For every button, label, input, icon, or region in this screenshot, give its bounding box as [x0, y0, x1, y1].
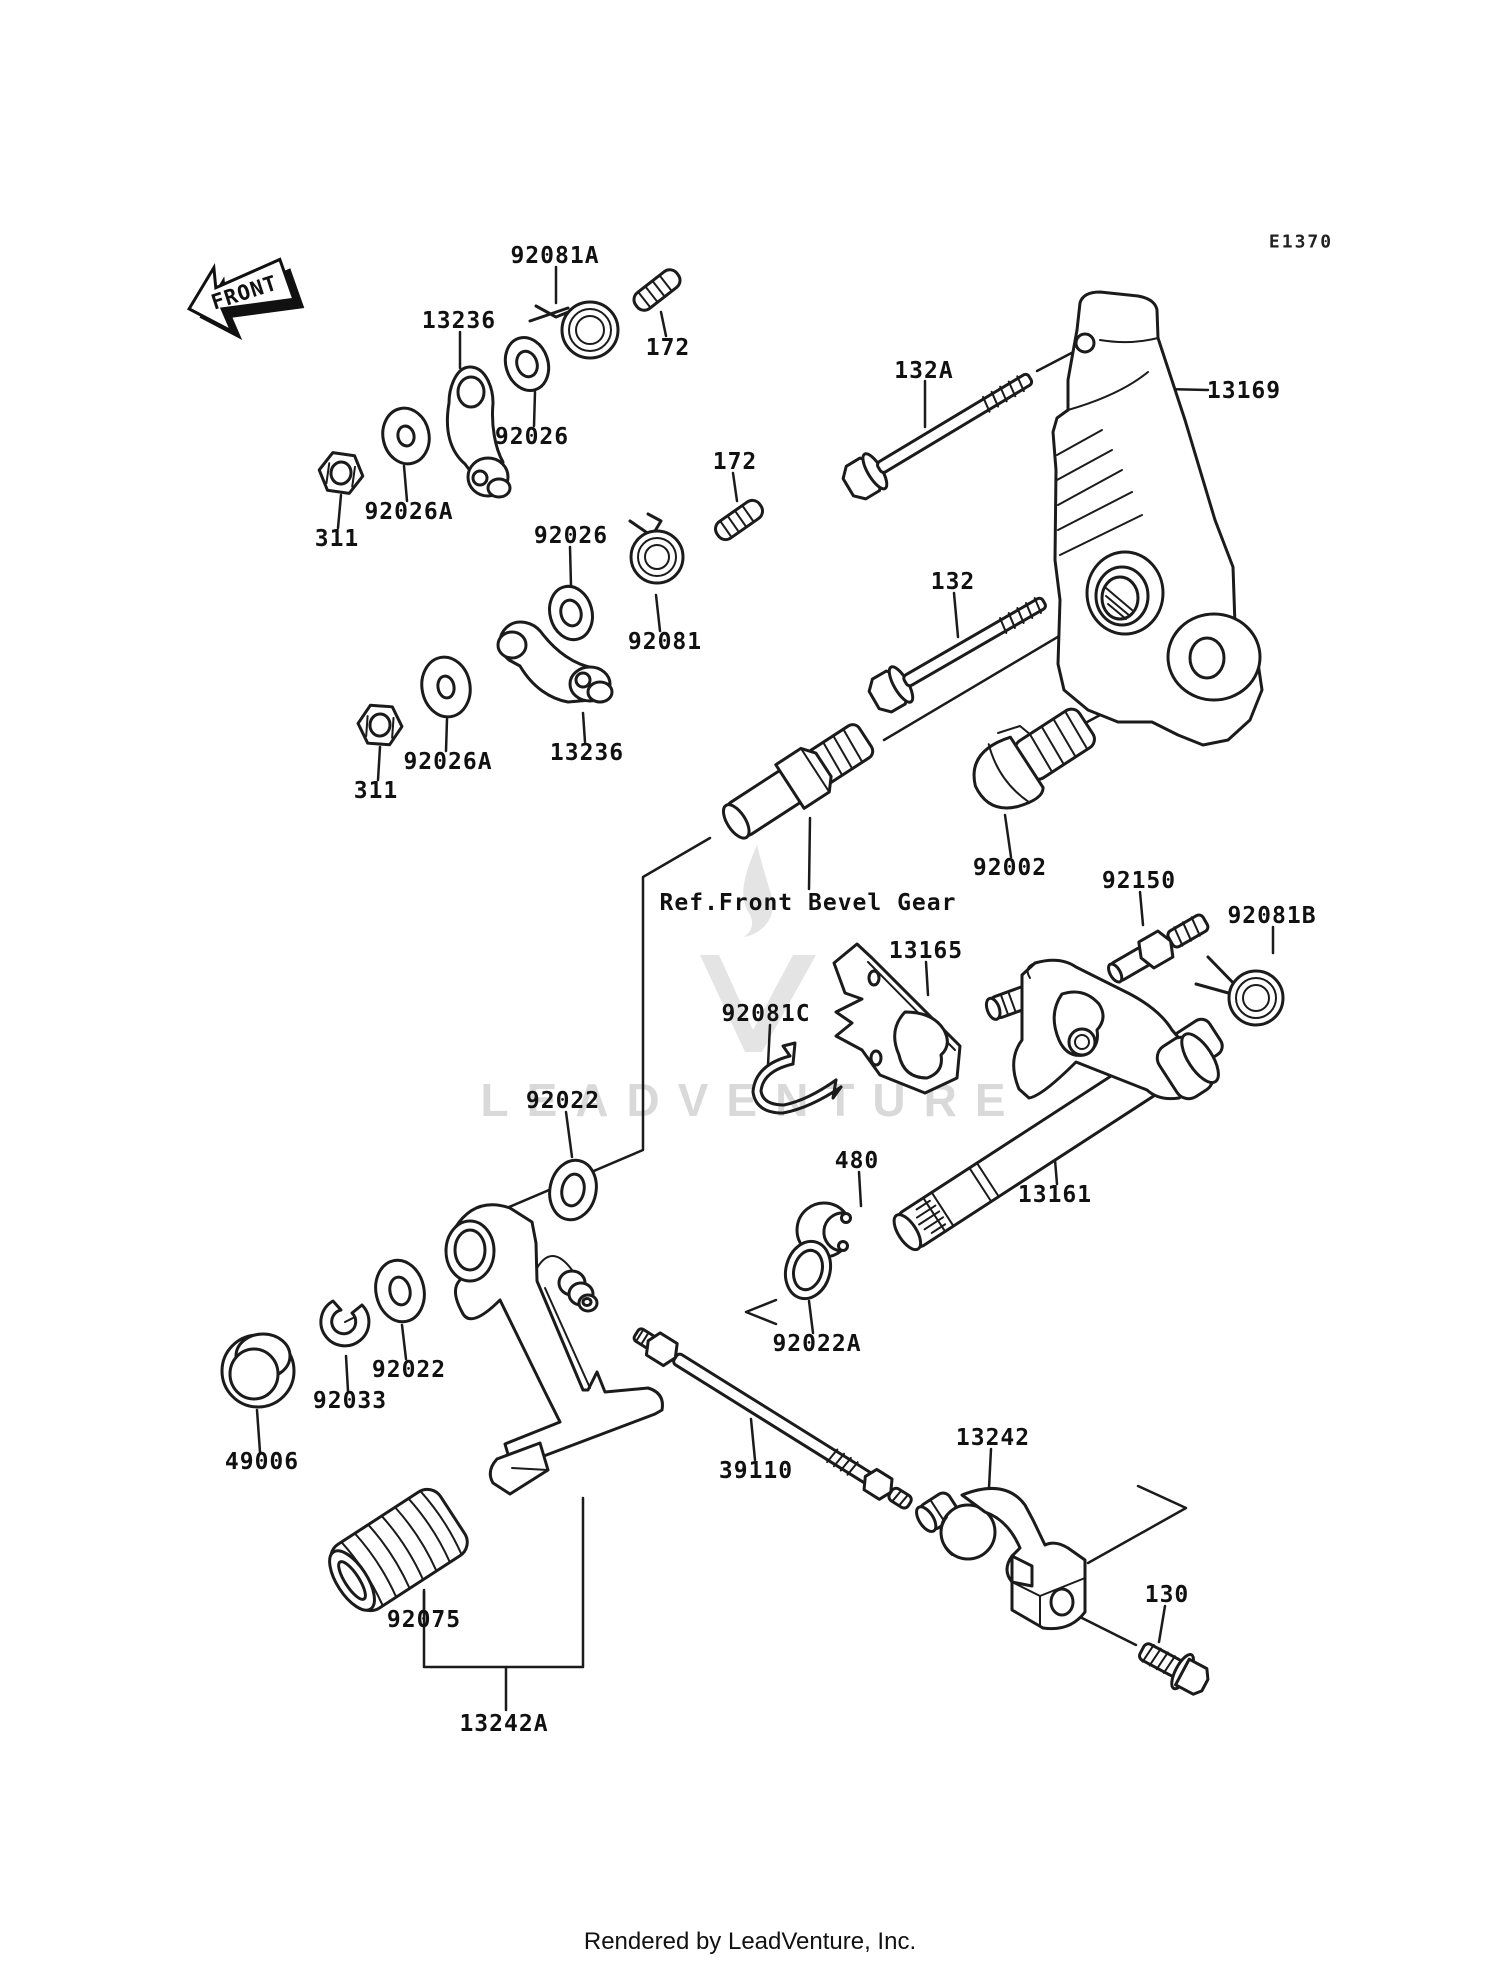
- washer-92022-upper: [548, 1158, 598, 1222]
- part-label-132A: 132A: [894, 358, 954, 384]
- part-label-49006: 49006: [224, 1449, 300, 1475]
- part-label-13165: 13165: [888, 938, 964, 964]
- part-label-92022-2: 92022: [371, 1357, 447, 1383]
- part-label-92075: 92075: [386, 1607, 462, 1633]
- part-label-92081A: 92081A: [510, 243, 600, 269]
- cap-49006: [220, 1332, 296, 1409]
- part-label-132: 132: [930, 569, 976, 595]
- washer-92026-upper: [503, 336, 551, 392]
- torsion-spring-92081: [628, 512, 685, 585]
- bolt-132A: [841, 372, 1034, 501]
- ref-front-bevel-gear-shaft: [721, 723, 875, 840]
- part-label-311-1: 311: [314, 526, 360, 552]
- arm-boss: [1155, 1032, 1220, 1101]
- washer-92026-lower: [548, 584, 594, 642]
- part-label-ref-front-bevel-gear: Ref.Front Bevel Gear: [659, 890, 957, 916]
- diagram-code: E1370: [1268, 231, 1334, 253]
- pin-172-lower: [714, 498, 764, 542]
- part-label-92150: 92150: [1101, 868, 1177, 894]
- pin-172-upper: [632, 268, 682, 312]
- part-label-172-2: 172: [712, 449, 758, 475]
- part-label-311-2: 311: [353, 778, 399, 804]
- washer-92026A-lower: [420, 655, 472, 719]
- part-label-92081B: 92081B: [1227, 903, 1317, 929]
- bracket-13169: [997, 290, 1264, 758]
- wire-clip-92081C: [751, 1041, 843, 1115]
- shift-lever-13236-upper: [445, 365, 512, 499]
- part-label-92026-2: 92026: [533, 523, 609, 549]
- part-label-130: 130: [1144, 1582, 1190, 1608]
- guide-plate-13165: [832, 942, 962, 1095]
- part-label-13169: 13169: [1206, 378, 1282, 404]
- pedal-rubber-92075: [328, 1487, 469, 1613]
- part-label-92026-1: 92026: [494, 424, 570, 450]
- bolt-132: [867, 596, 1047, 714]
- shift-lever-13236-lower: [496, 620, 614, 704]
- part-label-13161: 13161: [1017, 1182, 1093, 1208]
- plug-bolt-92002: [972, 707, 1096, 810]
- part-label-13236-1: 13236: [421, 308, 497, 334]
- part-label-92081C: 92081C: [721, 1001, 811, 1027]
- torsion-spring-92081A: [528, 300, 620, 360]
- callout-chevron-icon: [1086, 1484, 1188, 1565]
- pedal-pin: [557, 1269, 599, 1313]
- part-label-13236-2: 13236: [549, 740, 625, 766]
- tie-rod-39110: [632, 1327, 913, 1510]
- nut-311-upper: [317, 451, 365, 495]
- gear-pedal-lever: [444, 1203, 664, 1496]
- callout-chevron-small-icon: [744, 1298, 778, 1326]
- footer-credit: Rendered by LeadVenture, Inc.: [583, 1928, 917, 1955]
- washer-92022-lower: [374, 1258, 426, 1324]
- part-label-92022-1: 92022: [525, 1088, 601, 1114]
- washer-92022A: [783, 1239, 833, 1301]
- washer-92026A-upper: [381, 406, 431, 466]
- torsion-spring-92081B: [1194, 955, 1285, 1027]
- nut-311-lower: [356, 703, 404, 747]
- part-label-13242: 13242: [955, 1425, 1031, 1451]
- front-direction-arrow: FRONT: [178, 244, 308, 364]
- gear-change-arm: [984, 958, 1220, 1101]
- part-label-39110: 39110: [718, 1458, 794, 1484]
- e-clip-92033: [319, 1299, 371, 1348]
- part-label-92002: 92002: [972, 855, 1048, 881]
- part-label-13242A: 13242A: [459, 1711, 549, 1737]
- part-label-92022A: 92022A: [772, 1331, 862, 1357]
- part-label-92026A-2: 92026A: [403, 749, 493, 775]
- part-label-172-1: 172: [645, 335, 691, 361]
- part-label-92026A-1: 92026A: [364, 499, 454, 525]
- part-label-92081: 92081: [627, 629, 703, 655]
- bolt-130: [1138, 1642, 1210, 1696]
- shift-rod-joint-13242: [915, 1487, 1087, 1631]
- leadventure-logo-watermark: [700, 845, 816, 1052]
- screw-92150: [1107, 913, 1210, 984]
- part-label-92033: 92033: [312, 1388, 388, 1414]
- part-label-480: 480: [834, 1148, 880, 1174]
